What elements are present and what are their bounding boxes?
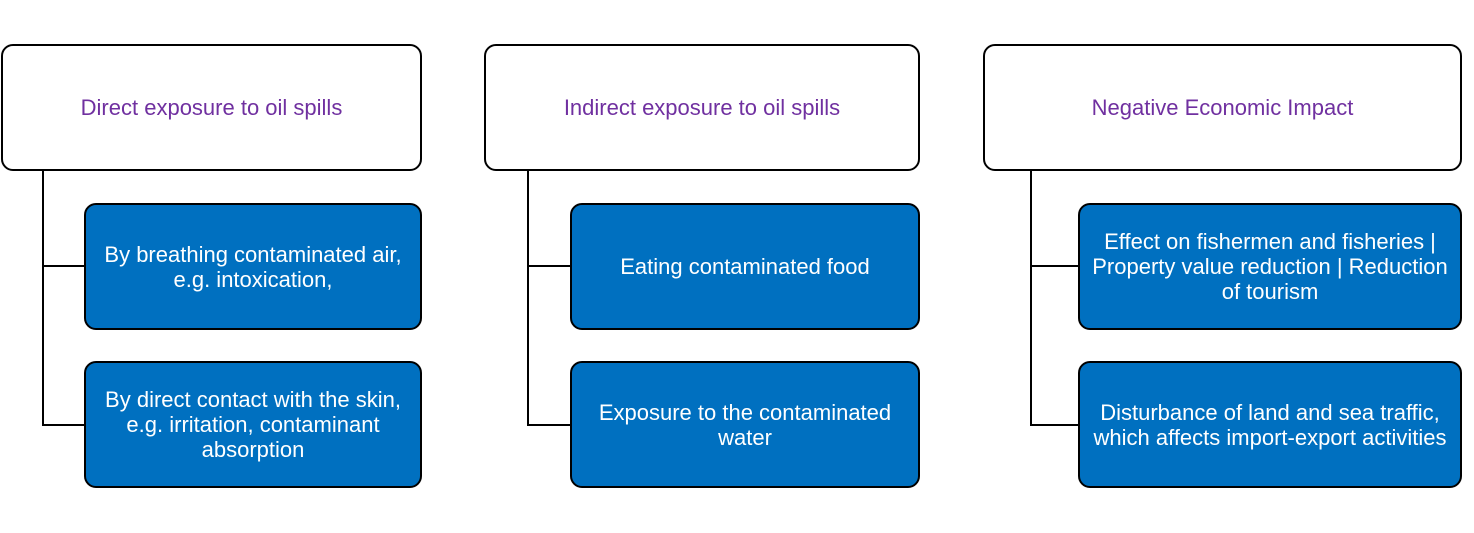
item-direct-contact: By direct contact with the skin, e.g. ir…: [84, 361, 422, 488]
connector-horizontal: [1030, 424, 1080, 426]
connector-horizontal: [42, 265, 86, 267]
connector-vertical: [42, 170, 44, 426]
item-text: Effect on fishermen and fisheries | Prop…: [1092, 229, 1448, 304]
connector-horizontal: [527, 265, 572, 267]
item-text: Eating contaminated food: [620, 254, 870, 279]
item-contaminated-water: Exposure to the contaminated water: [570, 361, 920, 488]
connector-horizontal: [42, 424, 86, 426]
category-indirect-exposure: Indirect exposure to oil spills: [484, 44, 920, 171]
item-fisheries-property-tourism: Effect on fishermen and fisheries | Prop…: [1078, 203, 1462, 330]
item-text: By breathing contaminated air, e.g. into…: [104, 241, 402, 292]
item-text: Exposure to the contaminated water: [598, 399, 892, 450]
connector-horizontal: [1030, 265, 1080, 267]
connector-vertical: [527, 170, 529, 426]
category-economic-impact: Negative Economic Impact: [983, 44, 1462, 171]
category-title: Negative Economic Impact: [1091, 94, 1354, 120]
category-title: Direct exposure to oil spills: [80, 94, 343, 120]
item-traffic-disturbance: Disturbance of land and sea traffic, whi…: [1078, 361, 1462, 488]
connector-vertical: [1030, 170, 1032, 426]
item-text: By direct contact with the skin, e.g. ir…: [105, 387, 401, 462]
item-breathing: By breathing contaminated air, e.g. into…: [84, 203, 422, 330]
item-eating-food: Eating contaminated food: [570, 203, 920, 330]
category-direct-exposure: Direct exposure to oil spills: [1, 44, 422, 171]
item-text: Disturbance of land and sea traffic, whi…: [1093, 399, 1447, 450]
connector-horizontal: [527, 424, 572, 426]
category-title: Indirect exposure to oil spills: [563, 94, 841, 120]
